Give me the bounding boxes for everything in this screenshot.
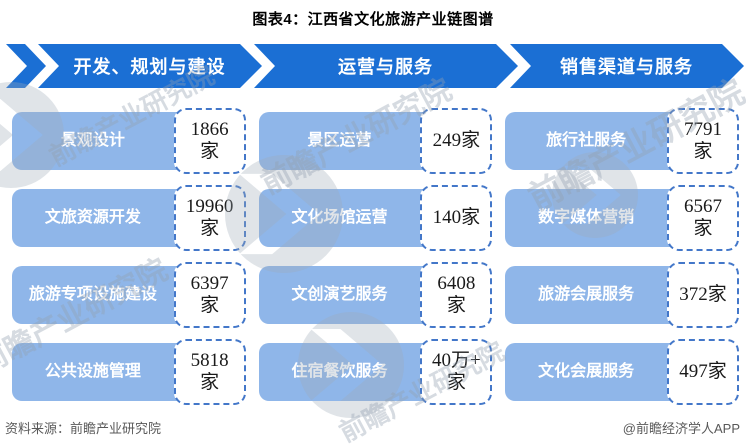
chain-item: 景区运营 249家	[258, 108, 493, 174]
item-count: 1866 家	[173, 108, 246, 174]
chain-item: 数字媒体营销 6567 家	[505, 185, 740, 251]
item-count: 249家	[420, 108, 493, 174]
process-arrows	[6, 44, 744, 88]
chain-item: 文创演艺服务 6408 家	[258, 262, 493, 328]
source-note: 资料来源：前瞻产业研究院	[5, 421, 162, 436]
stage-header-operations: 运营与服务	[338, 57, 433, 77]
chevron-start-icon	[6, 44, 46, 88]
item-count: 372家	[667, 262, 740, 328]
app-credit: @前瞻经济学人APP	[622, 421, 740, 436]
page-title: 图表4：江西省文化旅游产业链图谱	[252, 11, 494, 28]
item-label: 旅游会展服务	[505, 266, 698, 324]
chain-item: 住宿餐饮服务 40万+ 家	[258, 339, 493, 405]
footer: 资料来源：前瞻产业研究院 @前瞻经济学人APP	[5, 418, 740, 437]
process-arrow-band: 开发、规划与建设 运营与服务 销售渠道与服务	[0, 44, 746, 88]
chain-column-development: 景观设计 1866 家 文旅资源开发 19960 家 旅游专项设施建设 6397…	[12, 108, 246, 405]
stage-header-sales: 销售渠道与服务	[560, 57, 693, 77]
item-count: 6397 家	[173, 262, 246, 328]
arrow-stage-3	[510, 44, 744, 88]
item-count: 40万+ 家	[420, 339, 493, 405]
item-count: 6567 家	[667, 185, 740, 251]
chain-column-sales: 旅行社服务 7791 家 数字媒体营销 6567 家 旅游会展服务 372家 文…	[505, 108, 740, 405]
arrow-stage-2	[254, 44, 518, 88]
arrow-stage-1	[38, 44, 262, 88]
stage-header-development: 开发、规划与建设	[73, 57, 226, 77]
item-count: 7791 家	[667, 108, 740, 174]
chain-item: 旅行社服务 7791 家	[505, 108, 740, 174]
chain-column-operations: 景区运营 249家 文化场馆运营 140家 文创演艺服务 6408 家 住宿餐饮…	[258, 108, 493, 405]
chain-item: 公共设施管理 5818 家	[12, 339, 246, 405]
chain-item: 旅游专项设施建设 6397 家	[12, 262, 246, 328]
chain-item: 文旅资源开发 19960 家	[12, 185, 246, 251]
chain-item: 文化会展服务 497家	[505, 339, 740, 405]
item-count: 5818 家	[173, 339, 246, 405]
chain-item: 景观设计 1866 家	[12, 108, 246, 174]
item-count: 140家	[420, 185, 493, 251]
chain-item: 文化场馆运营 140家	[258, 185, 493, 251]
item-label: 旅游专项设施建设	[12, 266, 204, 324]
item-label: 公共设施管理	[12, 343, 204, 401]
item-count: 19960 家	[173, 185, 246, 251]
chain-grid: 景观设计 1866 家 文旅资源开发 19960 家 旅游专项设施建设 6397…	[12, 108, 740, 405]
item-count: 6408 家	[420, 262, 493, 328]
item-label: 文旅资源开发	[12, 189, 204, 247]
item-label: 文化会展服务	[505, 343, 698, 401]
chain-item: 旅游会展服务 372家	[505, 262, 740, 328]
item-count: 497家	[667, 339, 740, 405]
